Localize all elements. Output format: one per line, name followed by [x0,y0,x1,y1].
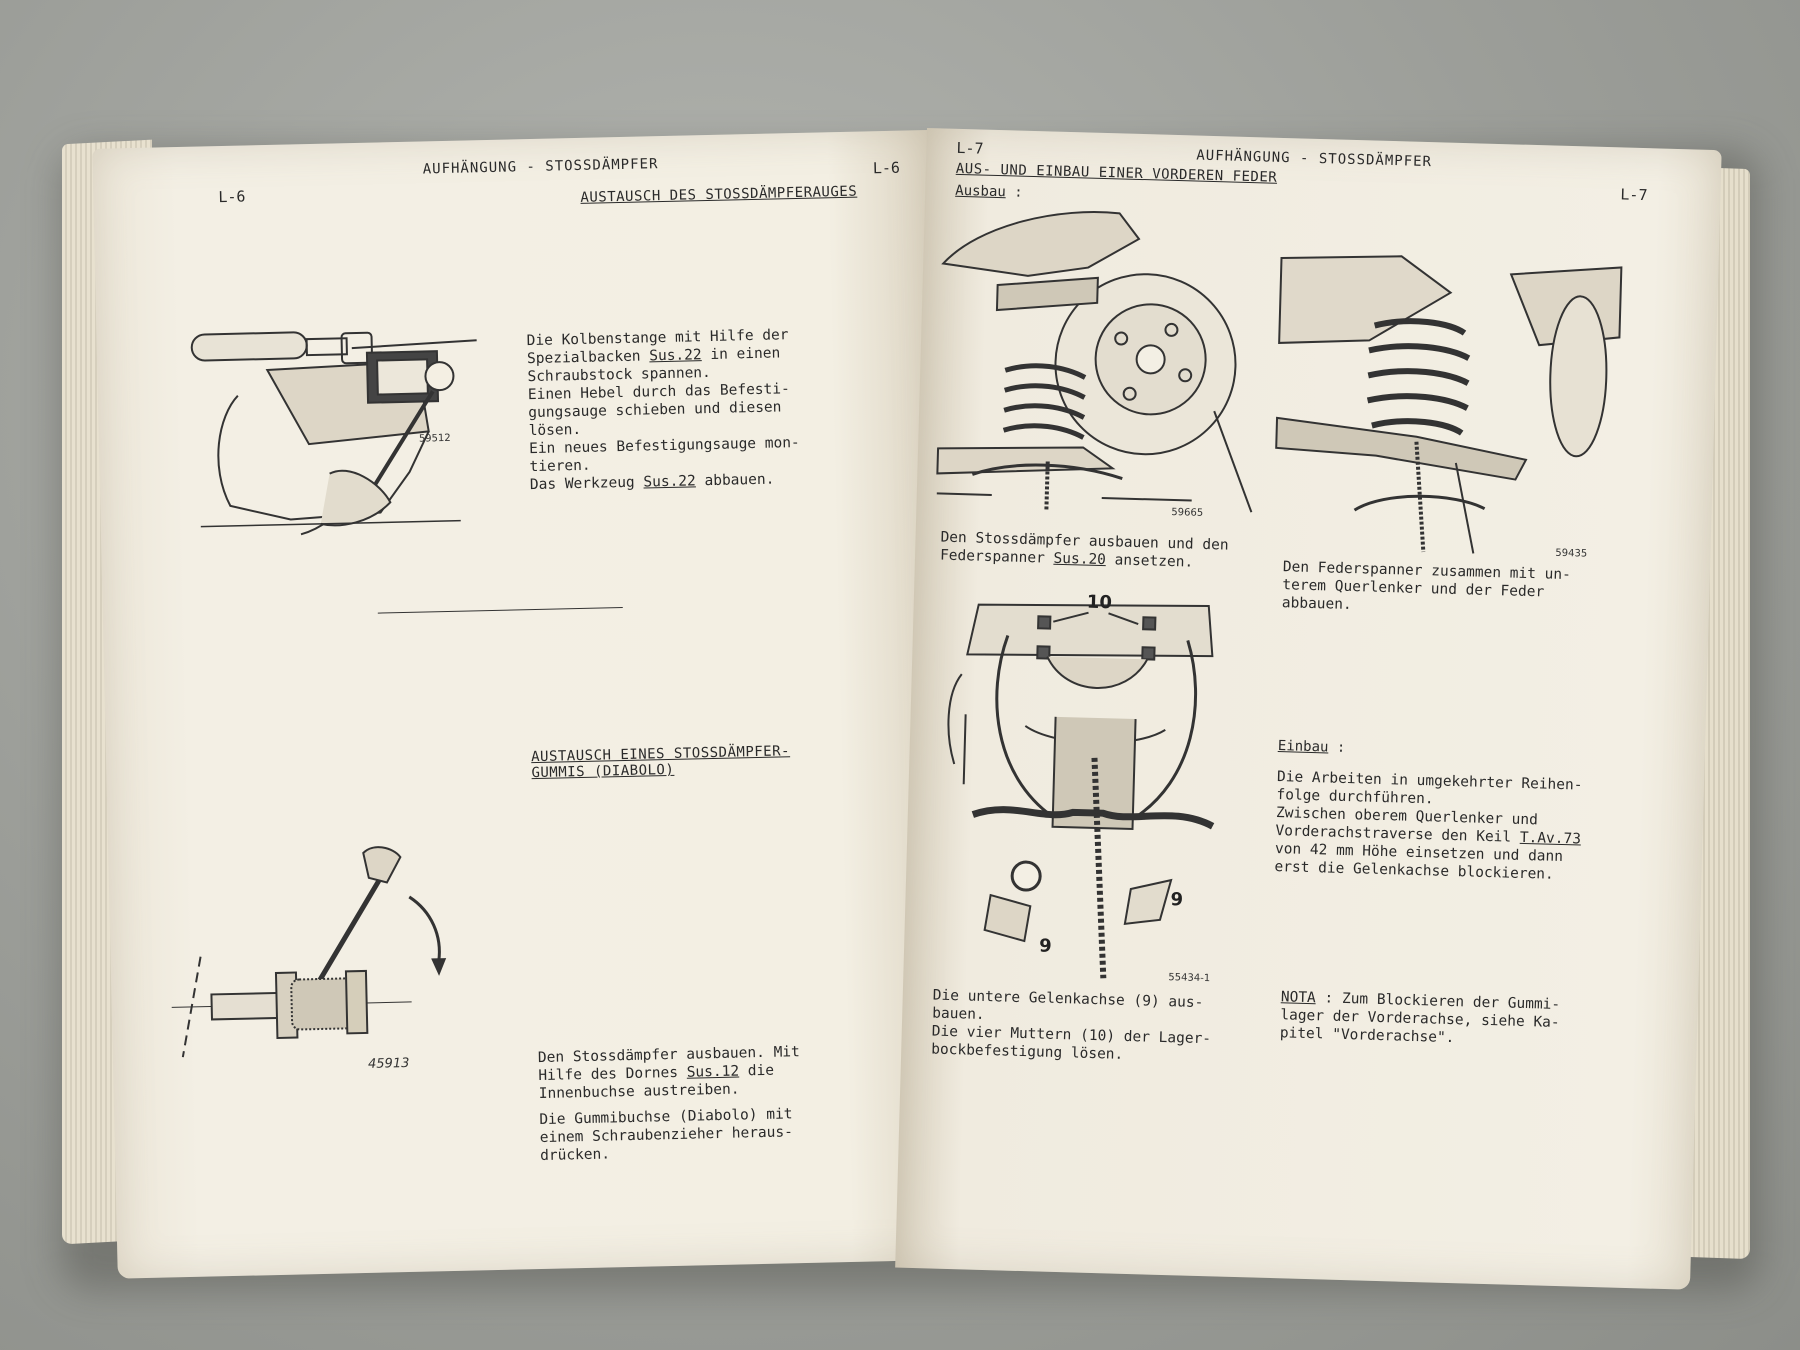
tool-reference: Sus.12 [686,1063,740,1081]
fig3-caption: Die untere Gelenkachse (9) aus- bauen. D… [931,987,1212,1067]
fig2-caption: Den Federspanner zusammen mit un- terem … [1282,558,1571,620]
section2-text: Den Stossdämpfer ausbauen. Mit Hilfe des… [538,1043,802,1165]
tool-reference: T.Av.73 [1519,829,1582,848]
einbau-heading: Einbau : [1277,738,1346,756]
page-number-corner: L-6 [872,158,901,178]
tool-reference: Sus.20 [1053,550,1107,569]
figure-code: 45913 [368,1056,410,1072]
section-title-diabolo: AUSTAUSCH EINES STOSSDÄMPFER- GUMMIS (DI… [530,743,791,782]
figure-code: 59435 [1555,548,1587,560]
nota-label: NOTA [1280,989,1316,1007]
figure-code: 55434-1 [1168,972,1210,984]
figure-spring-lower-arm: 59435 [1275,255,1623,560]
running-header: AUFHÄNGUNG - STOSSDÄMPFER [422,156,659,178]
nota-box: NOTA : Zum Blockieren der Gummi- lager d… [1280,988,1561,1050]
figure-spring-compressor-disc: 59665 [936,211,1253,519]
tool-reference: Sus.22 [643,473,696,491]
running-header: AUFHÄNGUNG - STOSSDÄMPFER [1196,147,1433,171]
figure-code: 59665 [1171,507,1203,519]
fig1-caption: Den Stossdämpfer ausbauen und den Feders… [940,529,1229,573]
callout-label-10: 10 [1087,592,1113,614]
section1-text: Die Kolbenstange mit Hilfe der Spezialba… [526,326,800,494]
page-number-corner: L-7 [956,138,984,158]
right-page: L-7 AUFHÄNGUNG - STOSSDÄMPFER L-7 AUS- U… [895,128,1722,1290]
tool-reference: Sus.22 [649,347,702,365]
page-number: L-6 [218,187,246,207]
callout-label-9: 9 [1039,935,1052,956]
section-divider [377,607,623,614]
page-number: L-7 [1620,185,1648,205]
figure-vise-shock-absorber: 59512 [190,331,477,536]
einbau-text: Die Arbeiten in umgekehrter Reihen- folg… [1274,768,1582,884]
callout-label-9: 9 [1170,889,1183,910]
section-title-stossdaempferauge: AUSTAUSCH DES STOSSDÄMPFERAUGES [580,183,858,206]
left-page: L-6 AUFHÄNGUNG - STOSSDÄMPFER L-6 AUSTAU… [92,130,953,1279]
page-title: AUS- UND EINBAU EINER VORDEREN FEDER [955,160,1278,186]
figure-upper-arm-bolts: 10 9 9 55434-1 [947,592,1215,984]
figure-bushing-drift: 45913 [171,846,447,1072]
figure-code: 59512 [419,433,451,445]
ausbau-heading: Ausbau : [955,182,1023,201]
